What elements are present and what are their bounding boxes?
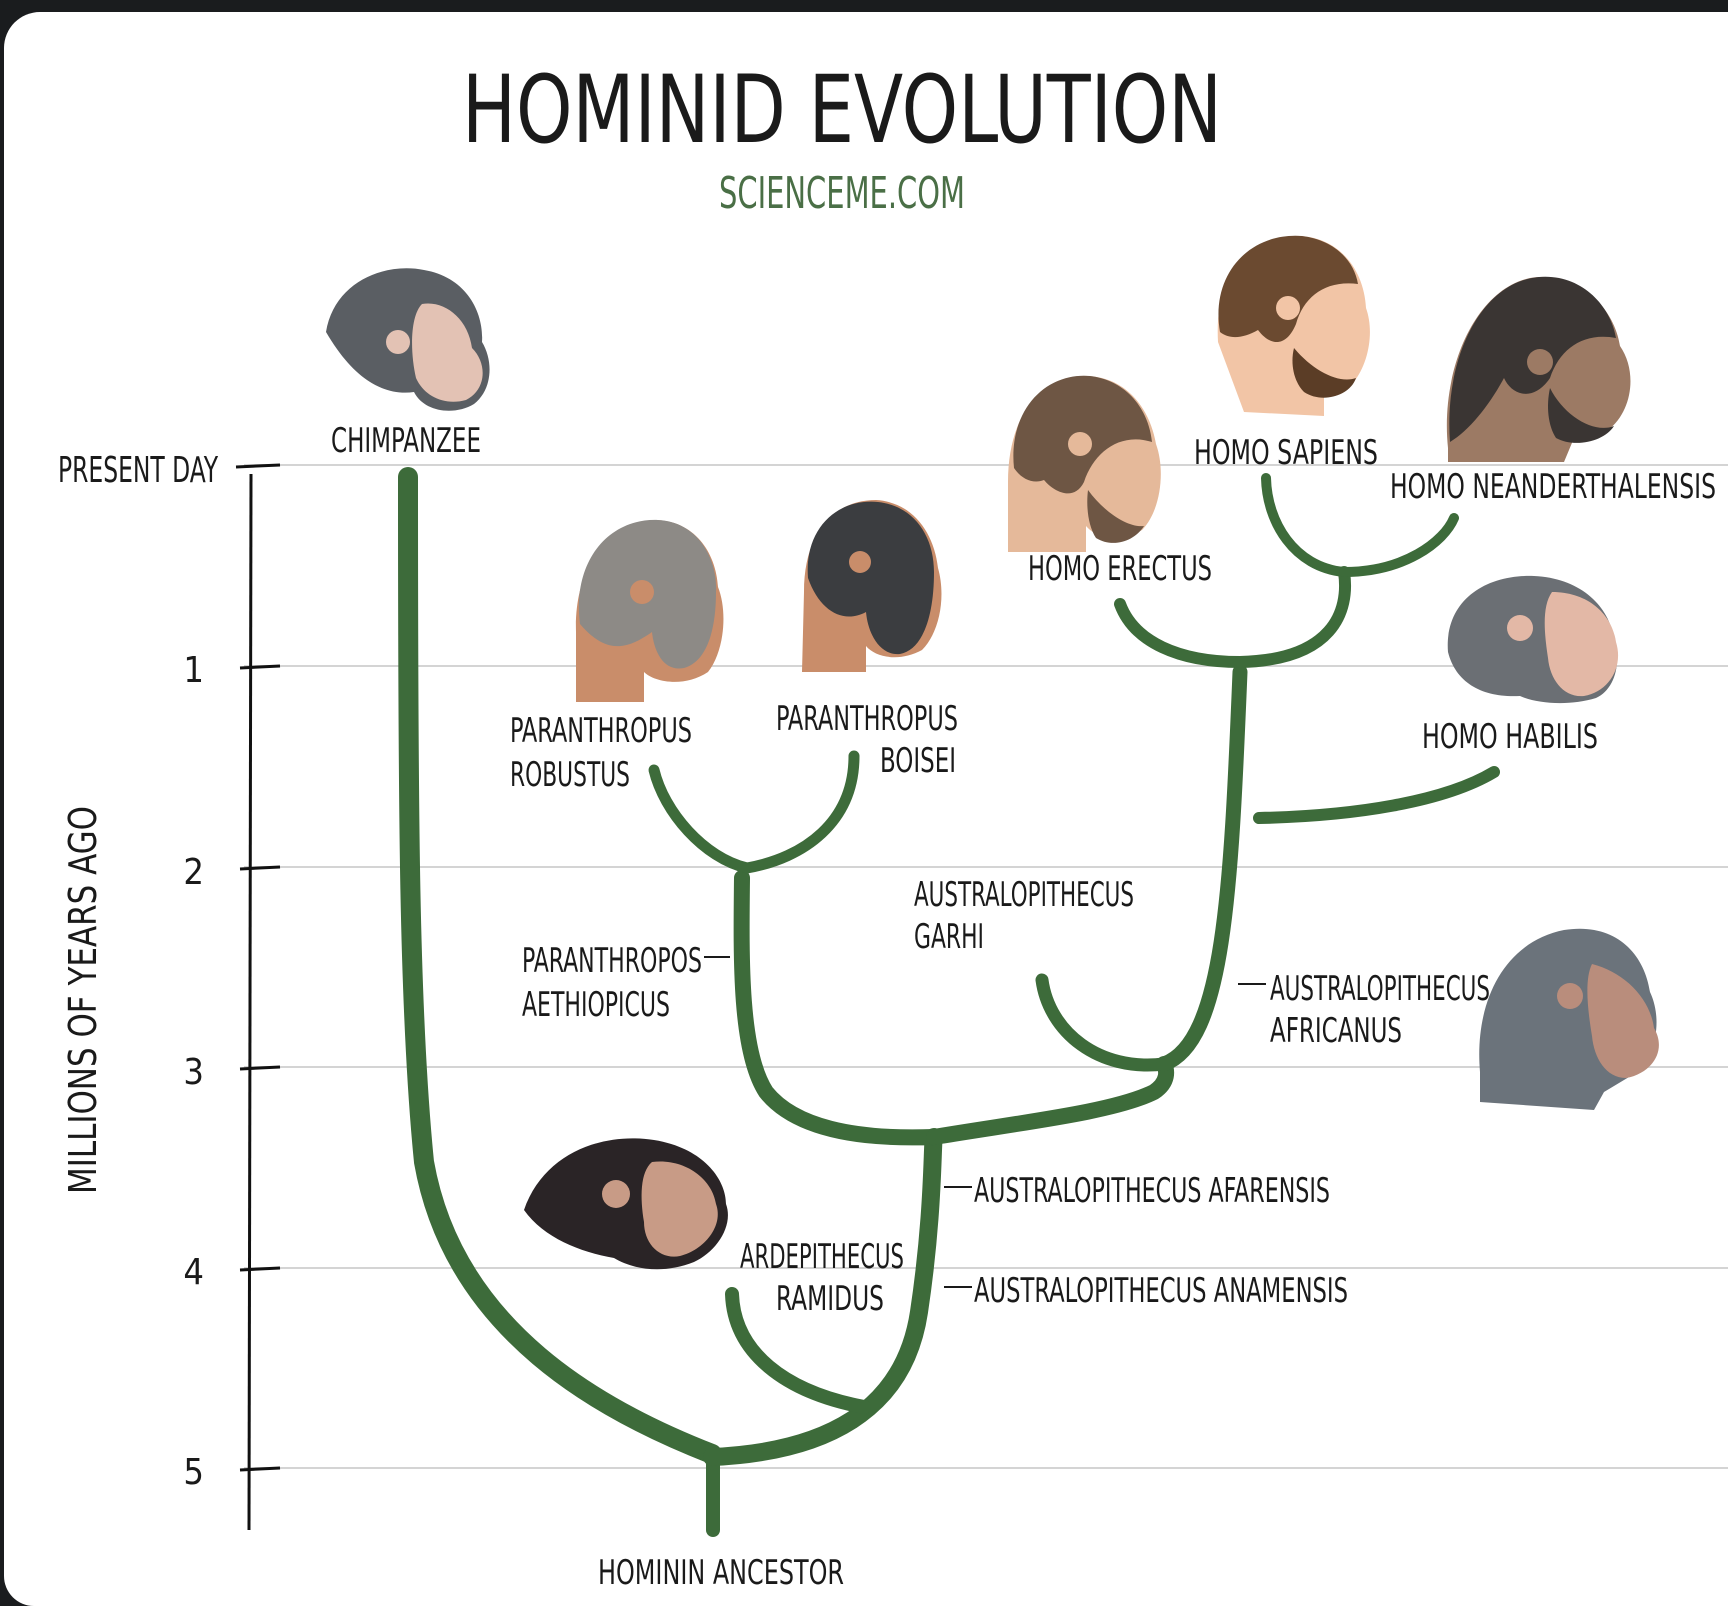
axis-tick-1: [240, 666, 280, 668]
branch-neanderthalensis: [1344, 518, 1454, 572]
paranthropus-robustus-head-icon: [576, 520, 724, 702]
label-anamensis: AUSTRALOPITHECUS ANAMENSIS: [974, 1271, 1348, 1311]
branch-boisei: [747, 756, 854, 868]
axis-tick-3: [240, 1067, 280, 1069]
axis-title: MILLIONS OF YEARS AGO: [61, 806, 105, 1194]
label-boisei-2: BOISEI: [880, 741, 956, 781]
paranthropus-boisei-head-icon: [802, 500, 941, 672]
axis-tick-label-2: 2: [183, 852, 204, 893]
australopithecus-africanus-head-icon: [1479, 929, 1659, 1110]
label-africanus-1: AUSTRALOPITHECUS: [1270, 969, 1490, 1009]
branch-afarensis-to-africanus: [934, 1064, 1166, 1137]
branch-erectus: [1120, 604, 1240, 662]
axis-line: [249, 474, 251, 1530]
branch-garhi: [1042, 980, 1164, 1065]
homo-neanderthalensis-head-icon: [1447, 277, 1631, 462]
label-africanus-2: AFRICANUS: [1270, 1011, 1402, 1051]
axis-tick-label-present: PRESENT DAY: [58, 450, 218, 491]
label-boisei-1: PARANTHROPUS: [776, 699, 958, 739]
homo-erectus-head-icon: [1008, 376, 1161, 552]
label-robustus-1: PARANTHROPUS: [510, 711, 692, 751]
branch-habilis: [1259, 772, 1494, 818]
label-ardipithecus-1: ARDEPITHECUS: [740, 1237, 904, 1277]
label-chimpanzee: CHIMPANZEE: [331, 421, 481, 461]
label-robustus-2: ROBUSTUS: [510, 755, 630, 795]
branch-sapiens: [1266, 478, 1344, 572]
label-garhi-2: GARHI: [914, 917, 984, 957]
axis-tick-label-1: 1: [183, 650, 204, 691]
branch-robustus: [654, 770, 747, 868]
axis-tick-label-3: 3: [183, 1052, 204, 1093]
branch-afarensis-to-aethiopicus: [742, 878, 934, 1137]
source-credit: SCIENCEME.COM: [719, 168, 965, 219]
label-aethiopicus-1: PARANTHROPOS: [522, 941, 702, 981]
label-afarensis: AUSTRALOPITHECUS AFARENSIS: [974, 1171, 1330, 1211]
label-ardipithecus-2: RAMIDUS: [776, 1279, 884, 1319]
axis-tick-present: [236, 465, 280, 467]
axis-tick-4: [240, 1268, 280, 1270]
label-hominin-ancestor: HOMININ ANCESTOR: [598, 1553, 844, 1593]
label-homo-erectus: HOMO ERECTUS: [1028, 549, 1212, 589]
label-homo-habilis: HOMO HABILIS: [1422, 717, 1598, 757]
label-homo-sapiens: HOMO SAPIENS: [1194, 433, 1378, 473]
axis-tick-label-4: 4: [183, 1252, 204, 1293]
axis-tick-5: [240, 1468, 280, 1470]
time-axis: [236, 465, 280, 1530]
diagram-card: HOMINID EVOLUTION SCIENCEME.COM PRESENT …: [4, 12, 1728, 1606]
homo-sapiens-head-icon: [1218, 236, 1370, 416]
axis-tick-label-5: 5: [183, 1452, 204, 1493]
label-aethiopicus-2: AETHIOPICUS: [522, 985, 670, 1025]
chimpanzee-head-icon: [326, 268, 490, 410]
diagram-title: HOMINID EVOLUTION: [462, 56, 1222, 165]
label-homo-neanderthalensis: HOMO NEANDERTHALENSIS: [1390, 467, 1716, 507]
axis-tick-2: [240, 867, 280, 869]
branch-erectus-to-sapiens: [1240, 572, 1345, 662]
homo-habilis-head-icon: [1448, 576, 1618, 703]
ardipithecus-head-icon: [524, 1138, 728, 1269]
label-garhi-1: AUSTRALOPITHECUS: [914, 875, 1134, 915]
hominid-evolution-diagram: HOMINID EVOLUTION SCIENCEME.COM PRESENT …: [4, 12, 1728, 1606]
